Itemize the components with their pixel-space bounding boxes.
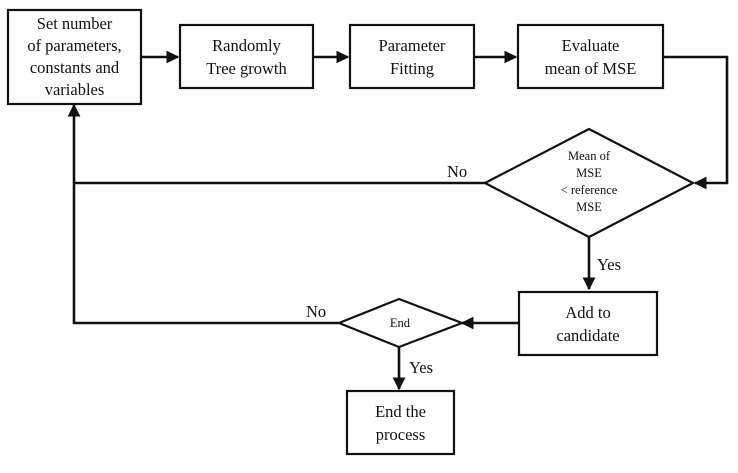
node-parameter-fitting-line1: Parameter [379, 36, 446, 55]
decision-mse-line1: Mean of [568, 149, 611, 163]
node-set-parameters-line3: constants and [30, 58, 120, 77]
decision-mse-line3: < reference [561, 183, 618, 197]
node-end-process-line1: End the [375, 402, 426, 421]
node-set-parameters-line4: variables [45, 80, 105, 99]
edge-label-mse-no: No [447, 162, 467, 181]
node-add-candidate-line2: candidate [556, 326, 619, 345]
edge-end-no-loop [67, 103, 339, 325]
node-tree-growth: Randomly Tree growth [178, 23, 315, 90]
node-add-candidate-line1: Add to [565, 303, 610, 322]
edge-evaluate-to-decision [663, 55, 729, 190]
edges [67, 50, 729, 391]
edge-label-mse-yes: Yes [597, 255, 621, 274]
node-evaluate-mse-line2: mean of MSE [545, 59, 637, 78]
decision-mse-vs-reference: Mean of MSE < reference MSE [482, 127, 696, 239]
node-set-parameters: Set number of parameters, constants and … [6, 8, 143, 106]
edge-label-end-yes: Yes [409, 358, 433, 377]
decision-end-label: End [390, 316, 411, 330]
node-evaluate-mse: Evaluate mean of MSE [516, 23, 665, 90]
node-tree-growth-line1: Randomly [212, 36, 281, 55]
node-set-parameters-line1: Set number [37, 14, 113, 33]
node-tree-growth-line2: Tree growth [206, 59, 287, 78]
decision-mse-line2: MSE [576, 166, 602, 180]
node-end-process: End the process [345, 389, 456, 456]
node-end-process-line2: process [376, 425, 425, 444]
node-parameter-fitting: Parameter Fitting [348, 23, 476, 90]
node-evaluate-mse-line1: Evaluate [562, 36, 620, 55]
node-parameter-fitting-line2: Fitting [390, 59, 434, 78]
node-set-parameters-line2: of parameters, [27, 36, 121, 55]
decision-mse-line4: MSE [576, 200, 602, 214]
node-add-candidate: Add to candidate [517, 290, 659, 357]
decision-end: End [336, 297, 466, 349]
edge-label-end-no: No [306, 302, 326, 321]
